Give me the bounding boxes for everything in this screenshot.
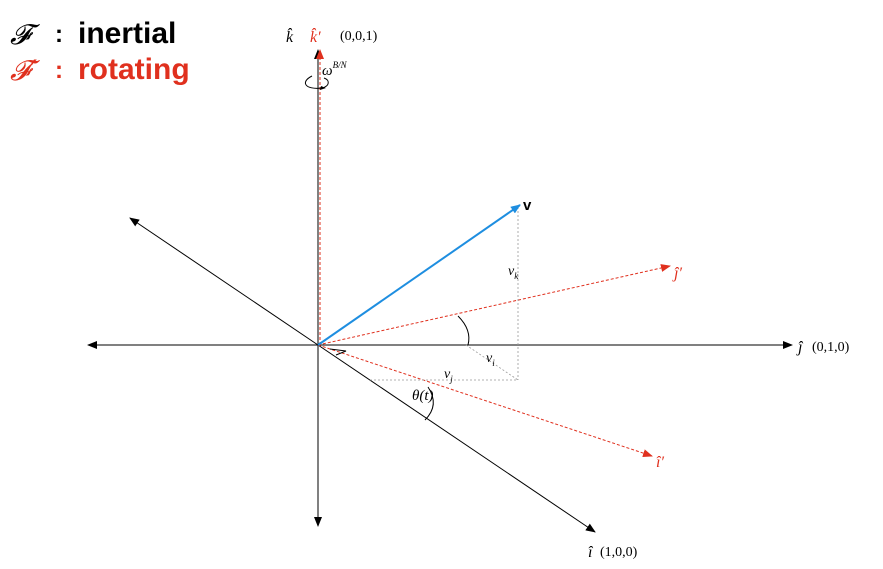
vector-v-label: v	[523, 197, 532, 214]
k-hat-label: k̂	[286, 27, 294, 46]
legend-rotating-sep: :	[55, 57, 63, 84]
vi-subscript: i	[492, 358, 495, 368]
i-hat-label: î	[588, 544, 594, 561]
i-axis-positive	[317, 344, 596, 533]
j-coords-label: (0,1,0)	[812, 340, 850, 355]
legend-inertial-sep: :	[55, 21, 63, 48]
vj-symbol: v	[444, 367, 451, 382]
theta-label: θ(t)	[412, 388, 434, 404]
i-prime-hat-label: î′	[656, 454, 664, 471]
vi-label: vi	[486, 351, 495, 368]
legend-inertial-label: inertial	[78, 17, 176, 50]
legend-rotating-symbol: 𝓕′	[10, 54, 40, 87]
omega-superscript: B/N	[333, 60, 348, 70]
legend-rotating-label: rotating	[78, 53, 190, 86]
vector-v	[317, 204, 521, 346]
angle-arc-theta	[424, 386, 434, 421]
vk-subscript: k	[514, 271, 519, 281]
i-prime-axis	[317, 344, 653, 457]
k-prime-hat-label: k̂′	[310, 27, 321, 46]
legend-inertial-symbol: 𝓕	[10, 18, 40, 51]
right-angle-marker	[329, 348, 347, 356]
projection-vi	[465, 344, 519, 381]
j-prime-axis	[317, 264, 671, 346]
k-coords-label: (0,0,1)	[340, 29, 378, 44]
vi-symbol: v	[486, 351, 493, 366]
omega-arrow-head	[320, 86, 326, 90]
i-coords-label: (1,0,0)	[600, 545, 638, 560]
omega-symbol: ω	[322, 63, 333, 79]
vk-symbol: v	[508, 264, 515, 279]
omega-label: ωB/N	[322, 60, 348, 79]
vj-subscript: j	[449, 374, 453, 384]
vk-label: vk	[508, 264, 519, 281]
i-axis-negative	[129, 217, 319, 346]
j-prime-hat-label: ĵ′	[672, 265, 682, 282]
angle-arc-j	[457, 315, 470, 346]
vj-label: vj	[444, 367, 453, 384]
j-hat-label: ĵ	[796, 339, 804, 356]
